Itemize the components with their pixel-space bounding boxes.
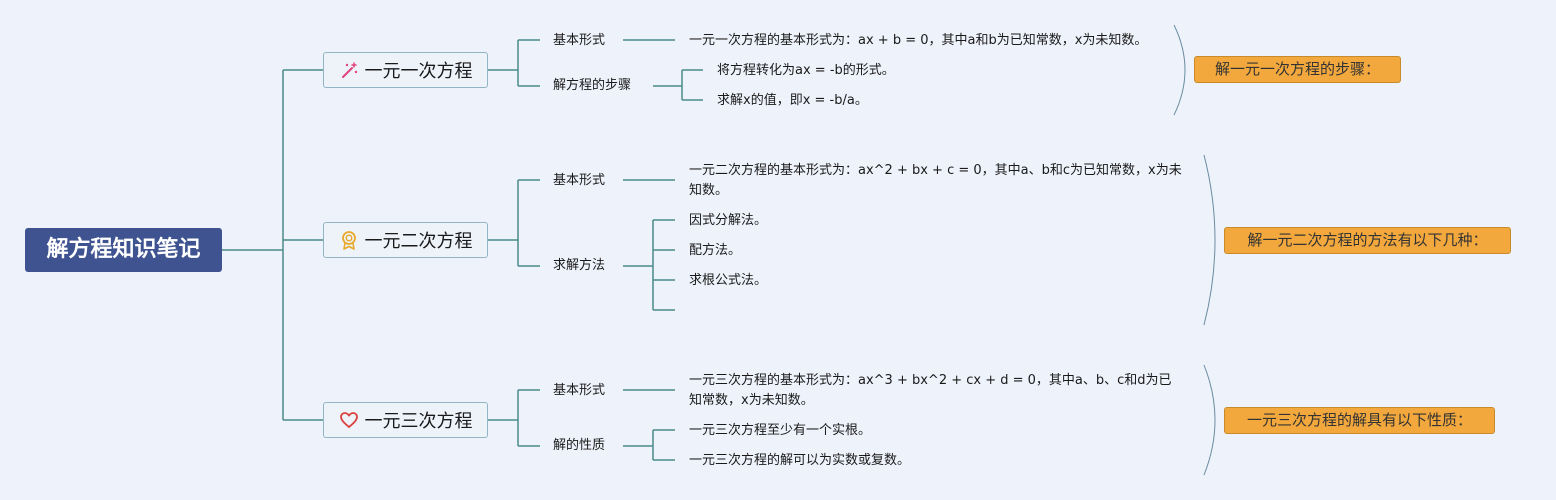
topic-detail[interactable]: 一元三次方程至少有一个实根。 — [689, 423, 872, 438]
topic-detail[interactable]: 一元三次方程的解可以为实数或复数。 — [689, 453, 911, 468]
topic-label[interactable]: 基本形式 — [553, 383, 606, 398]
connector-line — [488, 179, 540, 267]
topic-detail[interactable]: 一元三次方程的基本形式为：ax^3 + bx^2 + cx + d = 0，其中… — [689, 373, 1172, 408]
topic-detail[interactable]: 因式分解法。 — [689, 213, 768, 228]
topic-label[interactable]: 解的性质 — [553, 438, 606, 453]
branch-title: 一元三次方程 — [364, 411, 473, 432]
connector-line — [283, 69, 323, 421]
topic-detail[interactable]: 一元一次方程的基本形式为：ax + b = 0，其中a和b为已知常数，x为未知数… — [689, 33, 1148, 48]
branch-quadratic-equation[interactable]: 一元二次方程 — [323, 222, 488, 258]
heart-icon — [339, 412, 358, 428]
award-ribbon-icon — [341, 231, 356, 250]
connector-line — [1203, 154, 1216, 326]
connector-line — [488, 39, 540, 87]
topic-label[interactable]: 基本形式 — [553, 173, 606, 188]
branch-cubic-equation[interactable]: 一元三次方程 — [323, 402, 488, 438]
summary-callout[interactable]: 解一元一次方程的步骤： — [1194, 56, 1401, 83]
root-topic[interactable]: 解方程知识笔记 — [25, 228, 222, 272]
topic-detail[interactable]: 一元二次方程的基本形式为：ax^2 + bx + c = 0，其中a、b和c为已… — [689, 163, 1182, 198]
summary-callout[interactable]: 解一元二次方程的方法有以下几种： — [1224, 227, 1511, 254]
connector-line — [623, 219, 675, 311]
topic-detail[interactable]: 求根公式法。 — [689, 273, 768, 288]
branch-title: 一元二次方程 — [364, 231, 473, 252]
connector-line — [653, 69, 703, 101]
connector-line — [1173, 24, 1186, 116]
summary-callout[interactable]: 一元三次方程的解具有以下性质： — [1224, 407, 1495, 434]
topic-label[interactable]: 解方程的步骤 — [553, 78, 632, 93]
branch-linear-equation[interactable]: 一元一次方程 — [323, 52, 488, 88]
topic-label[interactable]: 基本形式 — [553, 33, 606, 48]
branch-title: 一元一次方程 — [364, 61, 473, 82]
connector-line — [488, 389, 540, 447]
magic-wand-icon — [341, 62, 357, 78]
topic-detail[interactable]: 求解x的值，即x = -b/a。 — [717, 93, 868, 108]
connector-line — [623, 429, 675, 461]
topic-detail[interactable]: 配方法。 — [689, 243, 742, 258]
topic-label[interactable]: 求解方法 — [553, 258, 606, 273]
connector-line — [1203, 364, 1216, 476]
topic-detail[interactable]: 将方程转化为ax = -b的形式。 — [717, 63, 895, 78]
